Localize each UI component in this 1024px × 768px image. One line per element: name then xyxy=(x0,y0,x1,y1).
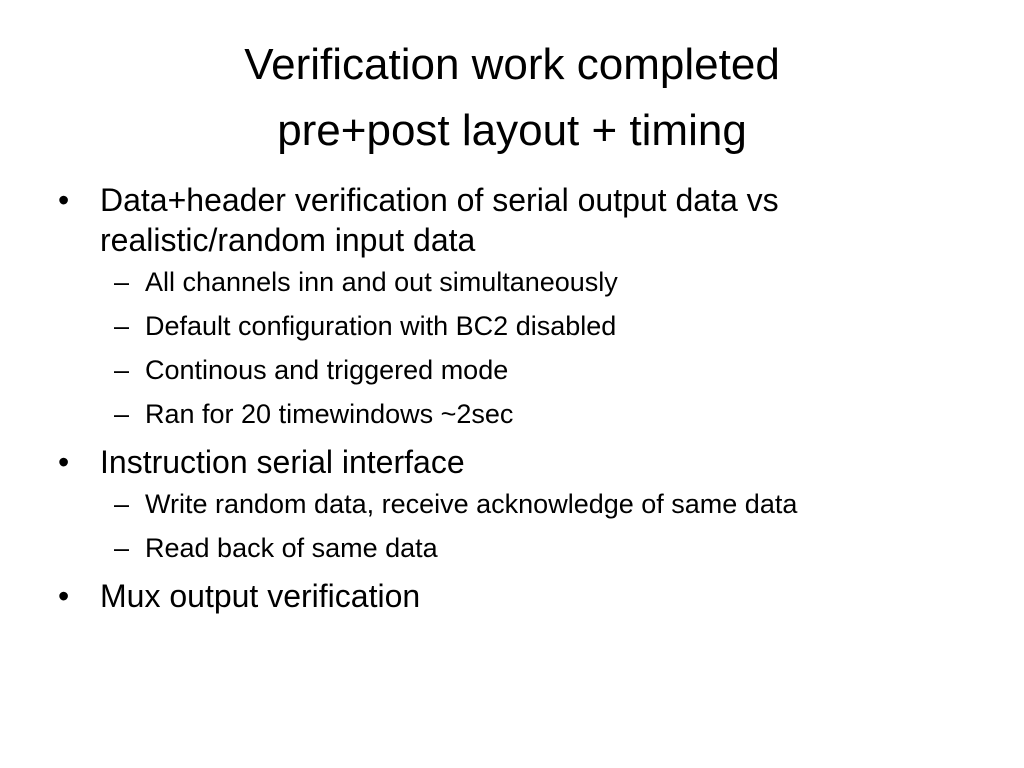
dash-icon: – xyxy=(114,355,130,385)
title-line-1: Verification work completed xyxy=(244,40,780,89)
bullet-item: • Instruction serial interface xyxy=(56,442,956,482)
sub-bullet-item: – Read back of same data xyxy=(56,532,956,565)
sub-bullet-item: – All channels inn and out simultaneousl… xyxy=(56,266,956,299)
sub-bullet-text: Read back of same data xyxy=(145,533,438,563)
bullet-icon: • xyxy=(58,182,70,218)
sub-bullet-text: Write random data, receive acknowledge o… xyxy=(145,489,798,519)
bullet-item: • Mux output verification xyxy=(56,576,956,616)
bullet-icon: • xyxy=(58,444,70,480)
sub-bullet-text: Continous and triggered mode xyxy=(145,355,509,385)
dash-icon: – xyxy=(114,267,130,297)
dash-icon: – xyxy=(114,311,130,341)
sub-bullet-item: – Continous and triggered mode xyxy=(56,354,956,387)
sub-bullet-text: Ran for 20 timewindows ~2sec xyxy=(145,399,514,429)
bullet-text: Data+header verification of serial outpu… xyxy=(100,182,779,258)
bullet-list: • Data+header verification of serial out… xyxy=(56,180,956,622)
slide-title: Verification work completed pre+post lay… xyxy=(0,32,1024,164)
bullet-icon: • xyxy=(58,578,70,614)
sub-bullet-item: – Default configuration with BC2 disable… xyxy=(56,310,956,343)
dash-icon: – xyxy=(114,533,130,563)
bullet-item: • Data+header verification of serial out… xyxy=(56,180,956,260)
bullet-text: Mux output verification xyxy=(100,578,421,614)
sub-bullet-item: – Ran for 20 timewindows ~2sec xyxy=(56,398,956,431)
sub-bullet-list: – Write random data, receive acknowledge… xyxy=(56,488,956,565)
sub-bullet-text: All channels inn and out simultaneously xyxy=(145,267,618,297)
dash-icon: – xyxy=(114,489,130,519)
sub-bullet-text: Default configuration with BC2 disabled xyxy=(145,311,617,341)
dash-icon: – xyxy=(114,399,130,429)
bullet-text: Instruction serial interface xyxy=(100,444,465,480)
sub-bullet-list: – All channels inn and out simultaneousl… xyxy=(56,266,956,431)
sub-bullet-item: – Write random data, receive acknowledge… xyxy=(56,488,956,521)
title-line-2: pre+post layout + timing xyxy=(277,106,747,155)
